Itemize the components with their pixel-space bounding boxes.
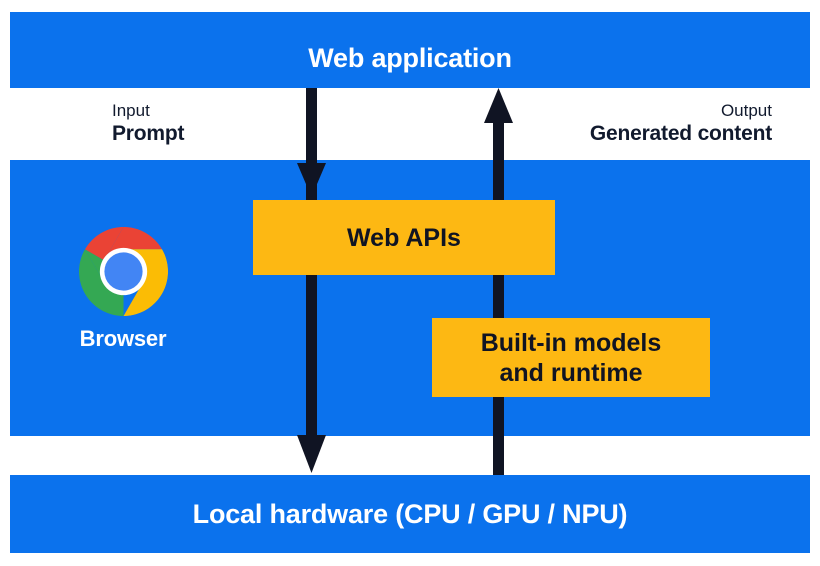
input-flow-label: Input Prompt	[112, 100, 185, 148]
output-flow-value: Generated content	[589, 122, 772, 146]
box-web-apis-label: Web APIs	[347, 223, 461, 252]
output-flow-caption: Output	[720, 101, 772, 120]
output-flow-label: Output Generated content	[590, 100, 772, 148]
band-browser-title: Browser	[79, 326, 167, 351]
browser-group: Browser	[63, 226, 183, 376]
box-builtin-models-label-line2: and runtime	[499, 358, 643, 387]
box-web-apis: Web APIs	[253, 200, 555, 275]
band-local-hardware-title: Local hardware (CPU / GPU / NPU)	[192, 499, 628, 529]
box-builtin-models: Built-in models and runtime	[432, 318, 710, 397]
box-builtin-models-label-line1: Built-in models	[480, 328, 662, 357]
band-web-application-title: Web application	[308, 43, 512, 73]
input-flow-caption: Input	[112, 101, 150, 120]
chrome-logo-icon	[78, 226, 169, 317]
input-flow-value: Prompt	[112, 122, 185, 146]
band-web-application: Web application	[10, 12, 810, 88]
band-local-hardware: Local hardware (CPU / GPU / NPU)	[10, 475, 810, 553]
box-builtin-models-label: Built-in models and runtime	[481, 328, 662, 388]
